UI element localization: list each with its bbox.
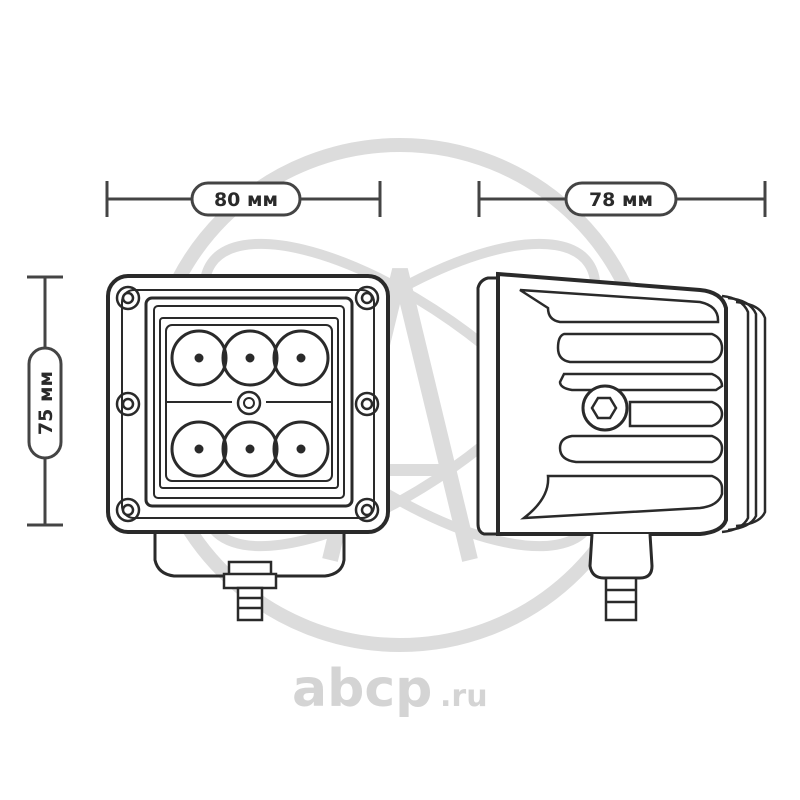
housing-screws: [115, 285, 380, 523]
svg-text:.ru: .ru: [440, 679, 488, 714]
mount-bolt-side: [604, 576, 638, 622]
lamp-side-view: [476, 271, 767, 622]
led-row-bottom: [170, 420, 330, 478]
rear-fins: [721, 294, 767, 534]
center-sensor: [236, 390, 262, 416]
dimension-side-depth: 78 мм: [477, 181, 767, 217]
dimension-front-width: 80 мм: [105, 181, 382, 217]
svg-text:abcp: abcp: [292, 659, 432, 719]
side-depth-label: 78 мм: [589, 189, 653, 211]
watermark-text: abcp .ru: [292, 659, 488, 719]
adjuster-knob: [581, 384, 629, 432]
front-width-label: 80 мм: [214, 189, 278, 211]
height-label: 75 мм: [35, 371, 57, 435]
mount-stem-side: [588, 533, 654, 580]
side-fins: [519, 288, 724, 520]
led-row-top: [170, 329, 330, 387]
dimension-height: 75 мм: [27, 275, 63, 527]
mount-bolt-front: [222, 560, 278, 622]
lamp-front-view: [106, 274, 390, 622]
